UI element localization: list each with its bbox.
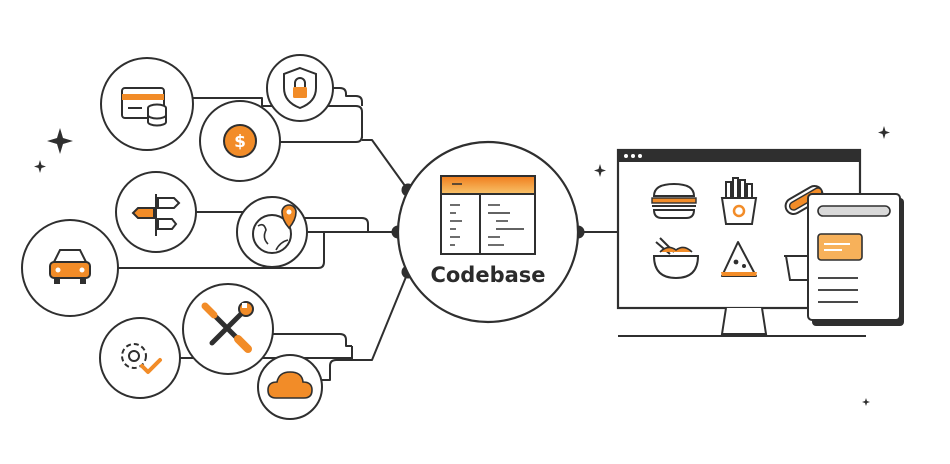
hub-label: Codebase	[430, 263, 545, 287]
fries-icon	[720, 177, 758, 225]
burger-icon	[651, 182, 697, 219]
globe-pin-icon	[236, 196, 308, 268]
shield-lock-icon	[266, 54, 334, 122]
wrench-screwdriver-icon	[182, 283, 274, 375]
dollar-coin-icon: $	[199, 100, 281, 182]
code-window-icon	[440, 175, 536, 255]
car-icon	[21, 219, 119, 317]
gear-check-icon	[99, 317, 181, 399]
signpost-icon	[115, 171, 197, 253]
cloud-icon	[257, 354, 323, 420]
payment-card-icon	[817, 233, 863, 261]
payment-card-panel	[807, 193, 904, 326]
svg-text:$: $	[234, 132, 246, 152]
sparkle-icon	[34, 128, 73, 173]
rice-bowl-icon	[652, 237, 700, 280]
sparkle-icon	[594, 126, 890, 406]
codebase-hub: Codebase	[396, 140, 580, 324]
pizza-slice-icon	[721, 241, 757, 277]
credit-card-database-icon	[100, 57, 194, 151]
